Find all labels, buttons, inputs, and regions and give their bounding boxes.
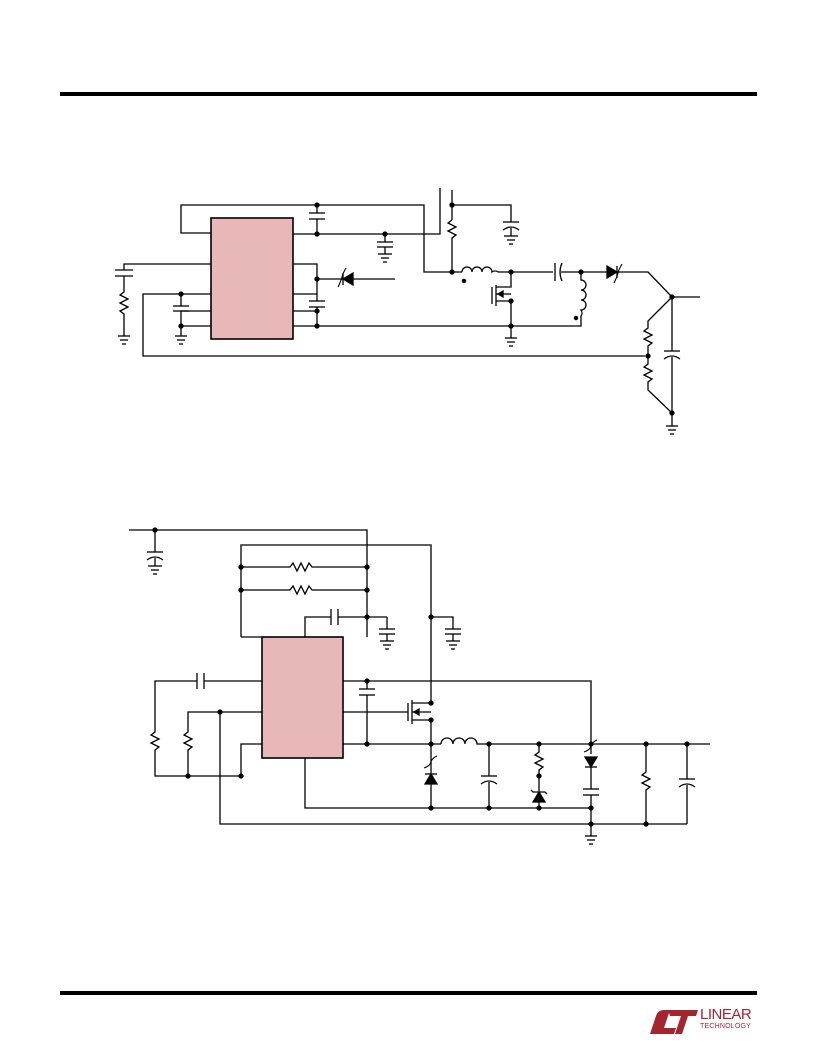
top-feedback-loop-wire xyxy=(180,204,462,273)
bottom-output-cap-1 xyxy=(480,744,498,811)
top-diode xyxy=(341,271,354,287)
top-mosfet xyxy=(491,272,517,347)
top-left-cap-ground xyxy=(142,291,645,357)
header-rule xyxy=(60,92,757,96)
logo-brand-line1: LINEAR xyxy=(700,1006,752,1023)
top-output-network xyxy=(642,296,681,435)
top-pin-wire-2 xyxy=(293,263,395,280)
footer-rule xyxy=(60,991,757,995)
bottom-load-resistor xyxy=(640,744,687,827)
bottom-ground-cap-right xyxy=(428,614,461,650)
bottom-input-rail xyxy=(129,527,368,637)
top-pin-wire-1 xyxy=(293,188,441,235)
top-output-diode xyxy=(606,264,619,280)
bottom-ic-right xyxy=(304,678,592,809)
logo-wordmark: LINEAR TECHNOLOGY xyxy=(700,1006,752,1030)
logo-brand-line2: TECHNOLOGY xyxy=(700,1023,752,1030)
top-ground-cap xyxy=(377,234,393,263)
linear-technology-logo-icon xyxy=(650,1010,698,1034)
top-inductor-secondary xyxy=(511,272,587,327)
bottom-left-network xyxy=(149,673,646,825)
bottom-inductor xyxy=(440,737,710,747)
top-left-rc xyxy=(115,263,211,345)
bottom-zener-branch xyxy=(530,744,548,811)
top-cap-right xyxy=(309,279,325,326)
bottom-top-resistors xyxy=(238,544,432,638)
bottom-catch-diode xyxy=(423,744,439,811)
top-ic-block xyxy=(210,217,294,340)
bottom-output-cap-2 xyxy=(678,744,696,824)
bottom-diode-cap-branch xyxy=(583,739,599,845)
bottom-ic-block xyxy=(261,636,344,759)
top-coupling-cap xyxy=(554,262,607,282)
bottom-cap-top xyxy=(304,609,395,650)
top-input-network xyxy=(446,190,520,275)
